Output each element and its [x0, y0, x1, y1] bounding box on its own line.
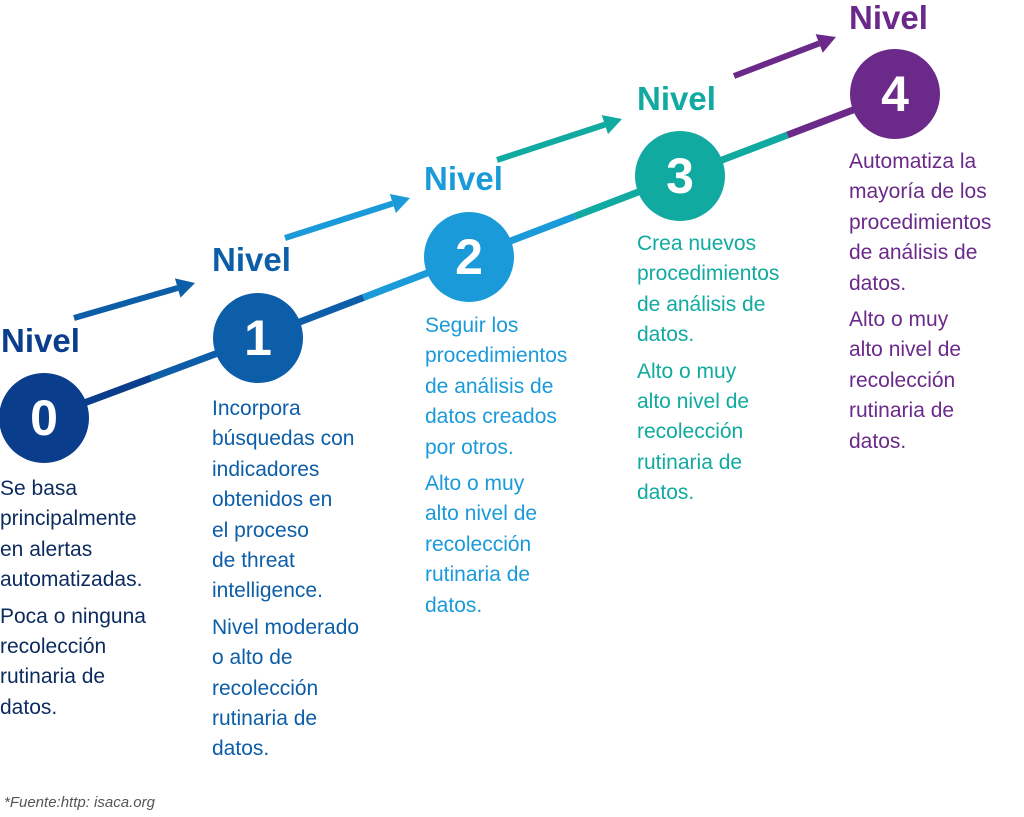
level-0-paragraph-1: Poca o ninguna recolección rutinaria de … [0, 604, 146, 719]
arrow-icon [73, 278, 195, 321]
level-2-paragraph-1: Alto o muy alto nivel de recolección rut… [425, 472, 538, 617]
level-0-description: Se basa principalmente en alertas automa… [0, 474, 146, 729]
level-2-title: Nivel [424, 160, 503, 197]
level-1-circle: 1 [213, 293, 303, 383]
source-footnote: *Fuente:http: isaca.org [4, 794, 155, 811]
arrow-icon [496, 115, 622, 163]
level-1-description: Incorpora búsquedas con indicadores obte… [212, 394, 359, 771]
arrow-icon [284, 193, 410, 241]
arrow-icon [732, 34, 836, 79]
level-1-paragraph-1: Nivel moderado o alto de recolección rut… [212, 615, 360, 761]
level-4-paragraph-0: Automatiza la mayoría de los procedimien… [849, 150, 992, 295]
level-2-description: Seguir los procedimientos de análisis de… [425, 311, 567, 627]
level-4-title: Nivel [849, 0, 928, 36]
level-3-circle: 3 [635, 131, 725, 221]
level-3-title: Nivel [637, 80, 716, 117]
level-0-title: Nivel [1, 322, 80, 359]
level-0-circle: 0 [0, 373, 89, 463]
level-2-circle: 2 [424, 212, 514, 302]
level-3-paragraph-1: Alto o muy alto nivel de recolección rut… [637, 359, 750, 505]
level-0-paragraph-0: Se basa principalmente en alertas automa… [0, 477, 143, 592]
level-4-description: Automatiza la mayoría de los procedimien… [849, 147, 991, 463]
level-1-paragraph-0: Incorpora búsquedas con indicadores obte… [212, 397, 355, 603]
level-3-description: Crea nuevos procedimientos de análisis d… [637, 229, 779, 515]
level-3-paragraph-0: Crea nuevos procedimientos de análisis d… [637, 232, 780, 347]
level-2-paragraph-0: Seguir los procedimientos de análisis de… [425, 314, 568, 459]
level-4-paragraph-1: Alto o muy alto nivel de recolección rut… [849, 308, 962, 453]
level-4-circle: 4 [850, 49, 940, 139]
level-1-title: Nivel [212, 241, 291, 278]
